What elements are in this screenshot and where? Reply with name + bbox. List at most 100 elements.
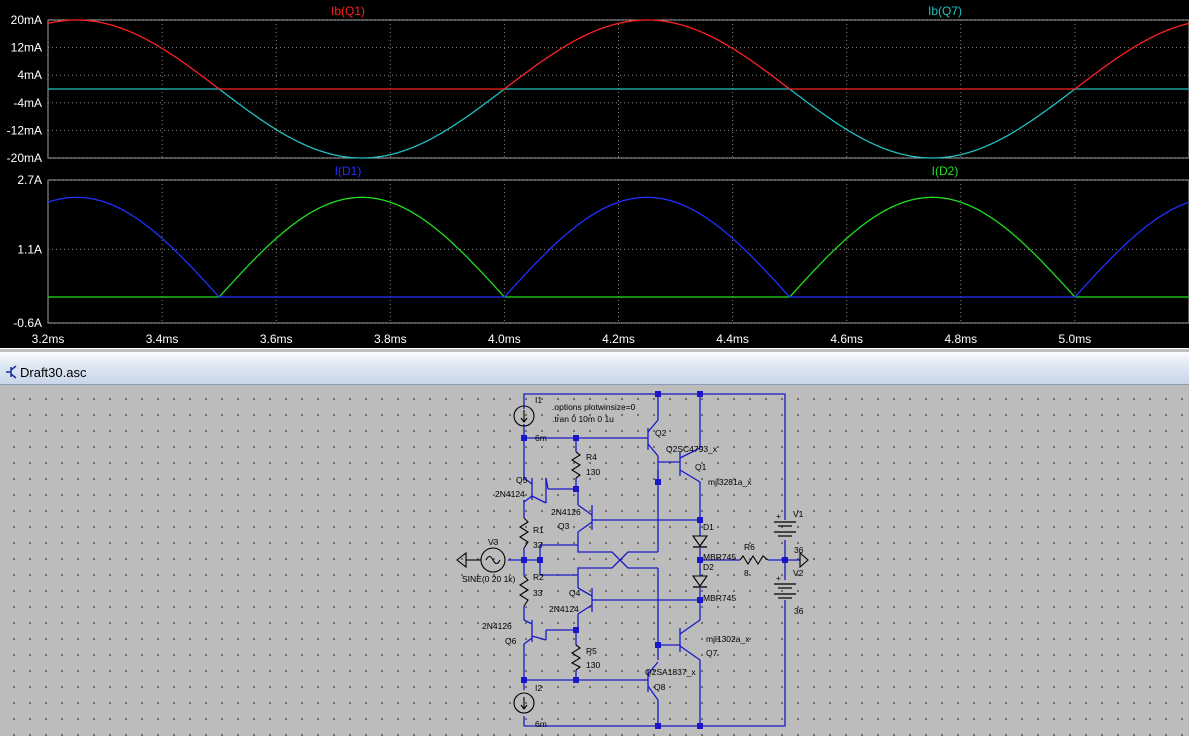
- directive-options: .options plotwinsize=0: [552, 402, 636, 412]
- diode-d1: [691, 535, 709, 547]
- resistors: [518, 451, 769, 671]
- value-v3: SINE(0 20 1k): [462, 574, 516, 584]
- trace-ibq7[interactable]: [48, 88, 1189, 159]
- label-i2: I2: [535, 683, 542, 693]
- x-tick-label: 4.6ms: [830, 332, 863, 346]
- component-labels[interactable]: .options plotwinsize=0 .tran 0 10m 0 1u …: [462, 395, 804, 729]
- value-r6: 8: [744, 568, 749, 578]
- schematic-canvas[interactable]: ++ .options plotwinsize=0 .tran 0 10m 0 …: [0, 385, 1189, 736]
- label-v2: V2: [793, 568, 804, 578]
- batteries: [774, 521, 796, 599]
- label-r2: R2: [533, 572, 544, 582]
- diode-d2: [691, 575, 709, 587]
- pane-frame-2: [47, 179, 1189, 324]
- x-tick-label: 4.4ms: [716, 332, 749, 346]
- value-i2: 6m: [535, 719, 547, 729]
- x-tick-label: 4.0ms: [488, 332, 521, 346]
- directive-tran: .tran 0 10m 0 1u: [552, 414, 614, 424]
- resistor-r4: [570, 451, 582, 479]
- x-tick-label: 3.8ms: [374, 332, 407, 346]
- x-tick-label: 3.2ms: [32, 332, 65, 346]
- x-tick-label: 3.6ms: [260, 332, 293, 346]
- value-i1: 6m: [535, 433, 547, 443]
- label-q8: Q8: [654, 682, 666, 692]
- current-source-i2: [513, 692, 535, 714]
- trace-labels[interactable]: Ib(Q1) Ib(Q7) I(D1) I(D2): [331, 4, 962, 178]
- schematic-icon: [6, 365, 17, 379]
- model-q4: 2N4124: [549, 604, 579, 614]
- value-r5: 130: [586, 660, 600, 670]
- model-q1: mjl3281a_x: [708, 477, 752, 487]
- value-v2: 36: [794, 606, 804, 616]
- x-tick-label: 4.2ms: [602, 332, 635, 346]
- model-q5: 2N4124: [495, 489, 525, 499]
- window-title: Draft30.asc: [20, 365, 87, 380]
- y2-tick-label: 1.1A: [17, 242, 42, 256]
- trace-id2[interactable]: [48, 196, 1189, 298]
- label-q6: Q6: [505, 636, 517, 646]
- x-tick-label: 4.8ms: [944, 332, 977, 346]
- y1-tick-label: 4mA: [17, 68, 42, 82]
- waveform-svg[interactable]: 3.2ms 3.4ms 3.6ms 3.8ms 4.0ms 4.2ms 4.4ms 4.6ms…: [0, 0, 1189, 348]
- current-sources: [513, 405, 535, 714]
- x-tick-label: 3.4ms: [146, 332, 179, 346]
- model-d1: MBR745: [703, 552, 736, 562]
- y1-tick-label: -4mA: [13, 96, 42, 110]
- junctions: [521, 391, 788, 729]
- model-q3: 2N4126: [551, 507, 581, 517]
- y1-tick-label: -20mA: [7, 151, 42, 165]
- ground-icon: [456, 551, 467, 569]
- y2-tick-label: 2.7A: [17, 173, 42, 187]
- label-q7: Q7: [706, 648, 718, 658]
- diodes: [691, 535, 709, 588]
- plot-ticks: 3.2ms 3.4ms 3.6ms 3.8ms 4.0ms 4.2ms 4.4ms 4.6ms…: [7, 13, 1092, 346]
- label-r4: R4: [586, 452, 597, 462]
- schematic-window-titlebar[interactable]: Draft30.asc: [0, 352, 1189, 385]
- value-r2: 33: [533, 588, 543, 598]
- battery-plus-signs: ++: [776, 512, 781, 583]
- resistor-r6: [739, 554, 769, 566]
- label-r1: R1: [533, 525, 544, 535]
- resistor-r5: [570, 644, 582, 671]
- label-q2: Q2: [655, 428, 667, 438]
- ground-icon-v2: [799, 551, 809, 569]
- label-v1: V1: [793, 509, 804, 519]
- label-v3: V3: [488, 537, 499, 547]
- label-r5: R5: [586, 646, 597, 656]
- label-r6: R6: [744, 542, 755, 552]
- svg-text:+: +: [776, 512, 781, 521]
- value-r4: 130: [586, 467, 600, 477]
- trace-ibq1[interactable]: [47, 19, 1189, 90]
- trace-label[interactable]: I(D2): [932, 164, 959, 178]
- plot-grid: [47, 19, 1189, 324]
- schematic-svg[interactable]: ++ .options plotwinsize=0 .tran 0 10m 0 …: [0, 385, 1189, 736]
- y1-tick-label: -12mA: [7, 123, 42, 137]
- sine-source-v3: [456, 547, 809, 573]
- trace-label[interactable]: Ib(Q7): [928, 4, 962, 18]
- model-q8: Q2SA1837_x: [645, 667, 696, 677]
- trace-label[interactable]: Ib(Q1): [331, 4, 365, 18]
- value-r1: 33: [533, 540, 543, 550]
- trace-label[interactable]: I(D1): [335, 164, 362, 178]
- y1-tick-label: 12mA: [11, 41, 42, 55]
- label-q3: Q3: [558, 521, 570, 531]
- model-q7: mjl1302a_x: [706, 634, 750, 644]
- y2-tick-label: -0.6A: [13, 316, 42, 330]
- label-d1: D1: [703, 522, 714, 532]
- waveform-plot[interactable]: 3.2ms 3.4ms 3.6ms 3.8ms 4.0ms 4.2ms 4.4ms 4.6ms…: [0, 0, 1189, 348]
- label-q1: Q1: [695, 462, 707, 472]
- label-d2: D2: [703, 562, 714, 572]
- resistor-r2: [518, 575, 530, 607]
- plot-traces: [47, 19, 1189, 298]
- wires: [508, 393, 800, 727]
- svg-text:+: +: [776, 574, 781, 583]
- model-q2: Q2SC4793_x: [666, 444, 718, 454]
- model-q6: 2N4126: [482, 621, 512, 631]
- x-tick-label: 5.0ms: [1059, 332, 1092, 346]
- pane-separator[interactable]: [0, 348, 1189, 353]
- value-v1: 36: [794, 545, 804, 555]
- current-source-i1: [513, 405, 535, 427]
- resistor-r1: [518, 517, 530, 549]
- label-i1: I1: [535, 395, 542, 405]
- trace-id1[interactable]: [47, 196, 1189, 298]
